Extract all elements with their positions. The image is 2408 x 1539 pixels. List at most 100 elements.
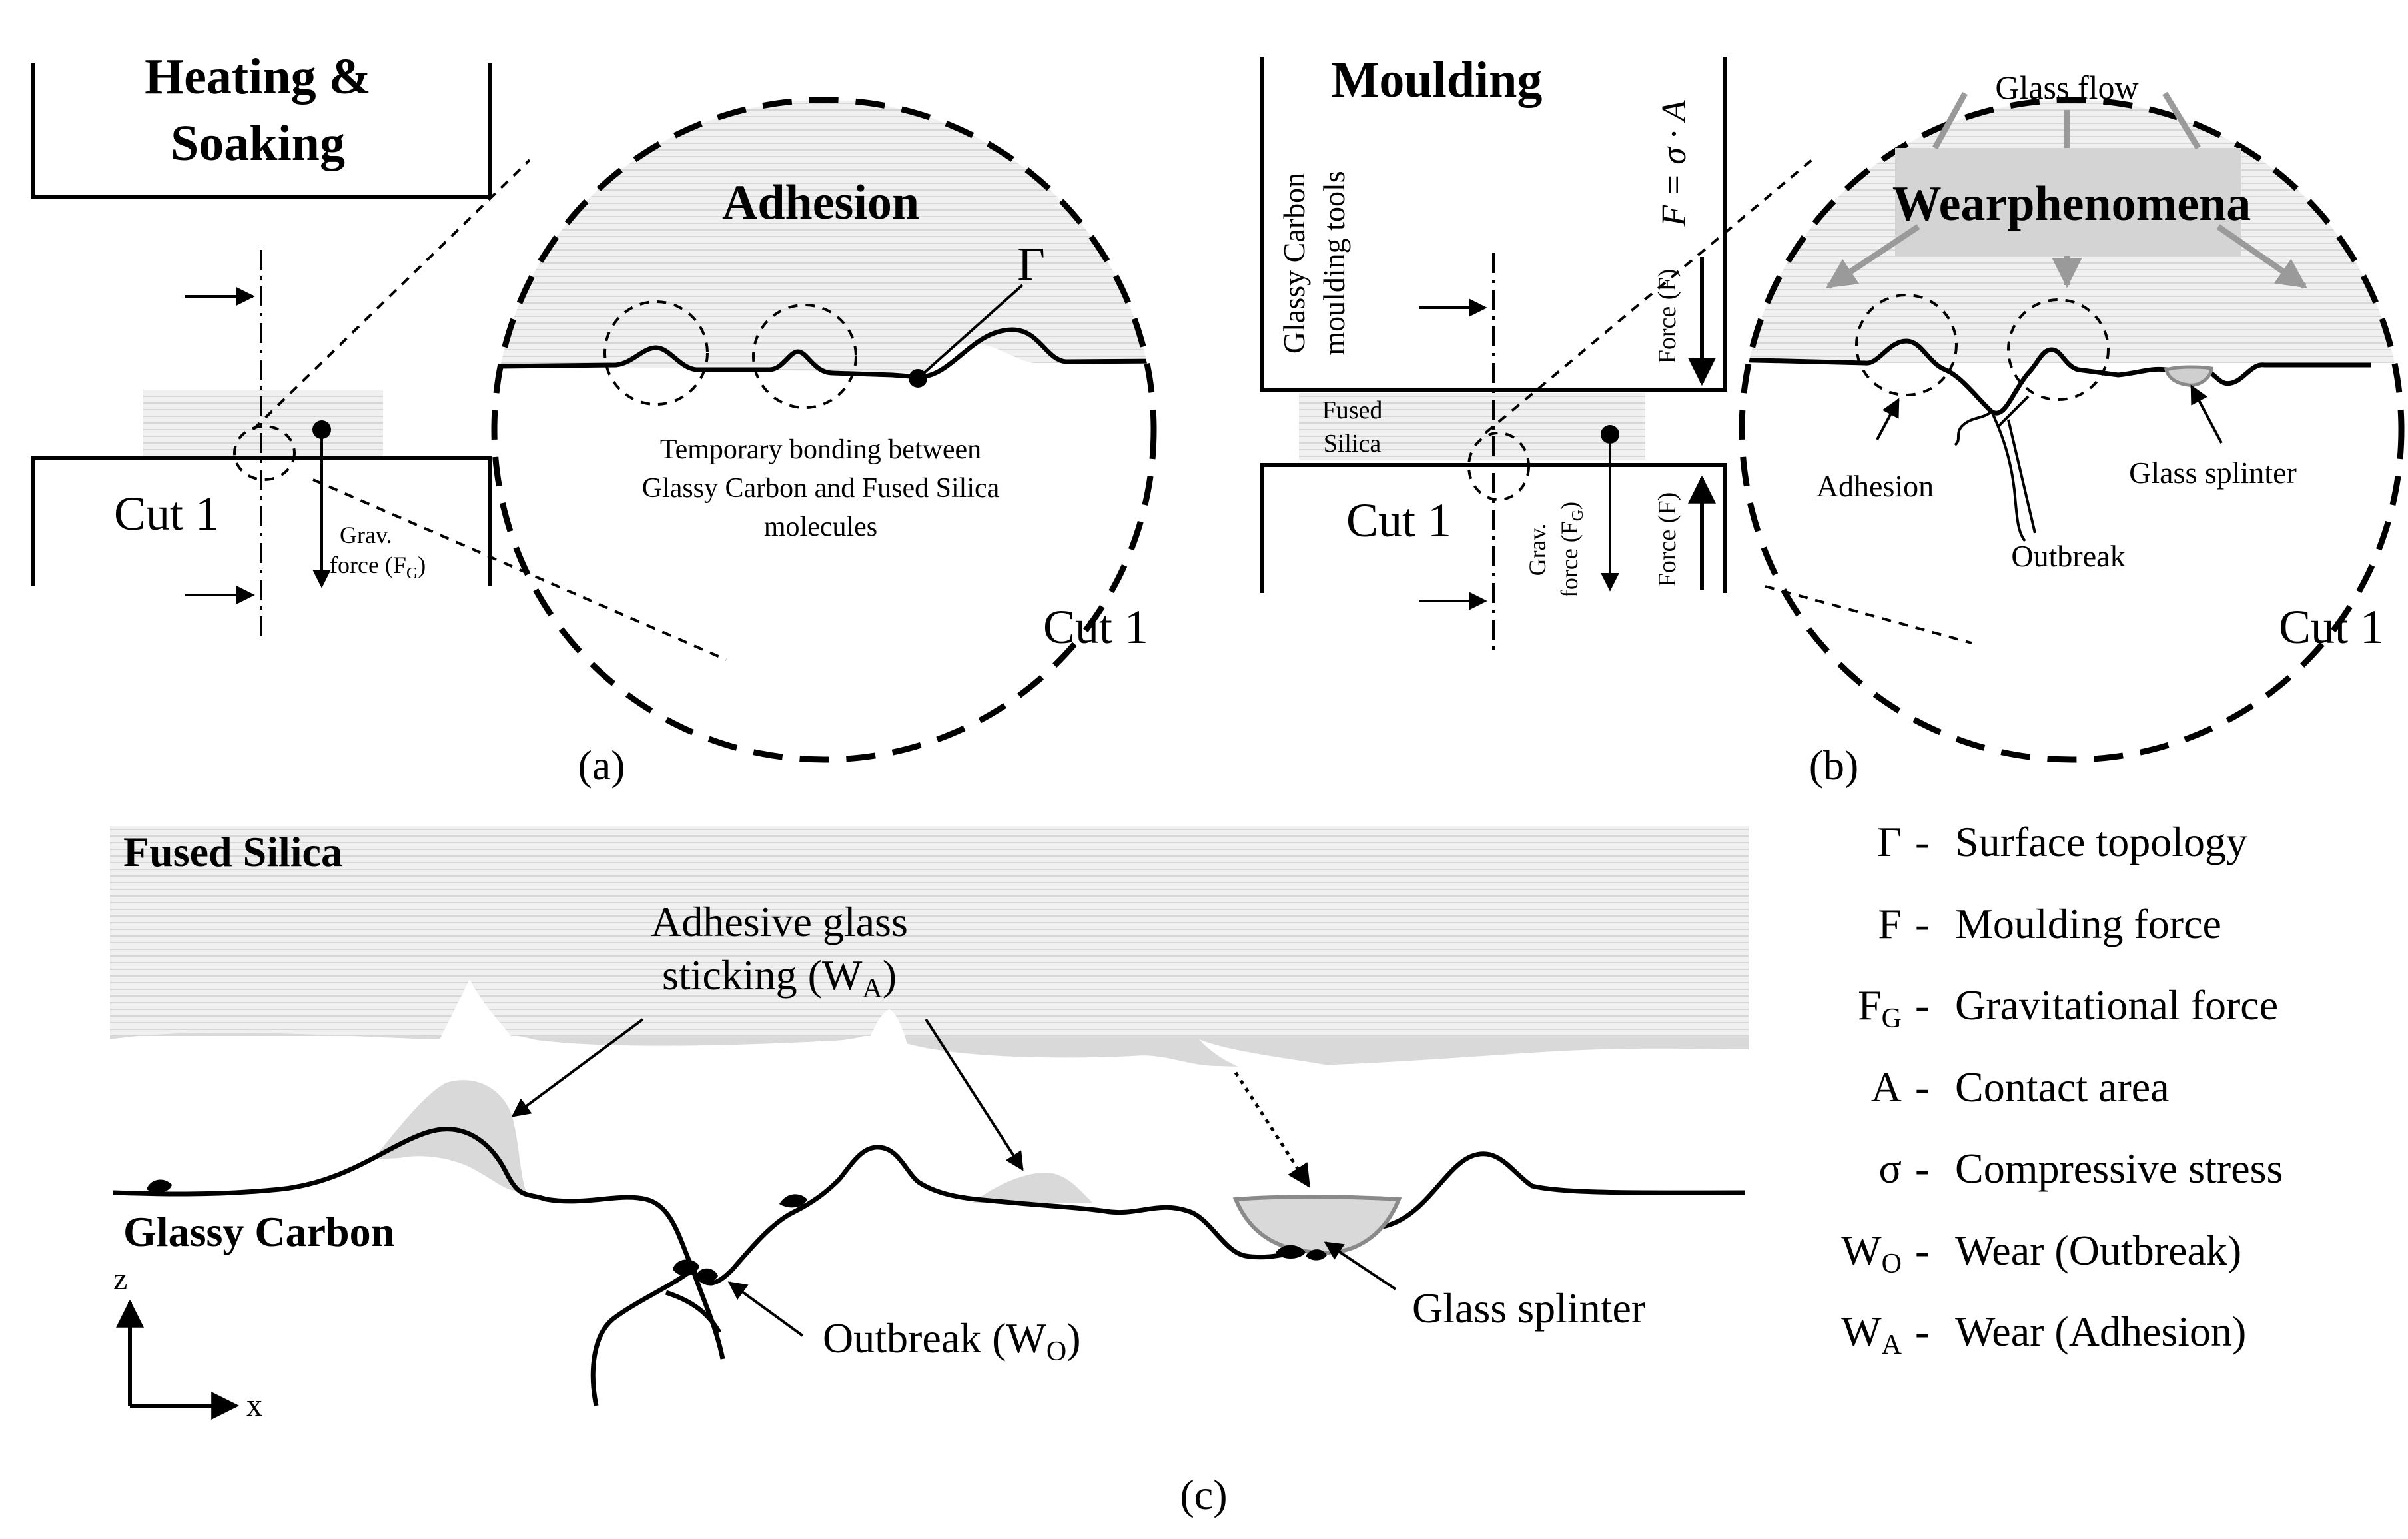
- zoom-cut-label-a: Cut 1: [1043, 600, 1148, 654]
- fused-silica-sample-a: [143, 390, 383, 456]
- panel-b: Moulding F = σ · A Glassy Carbon mouldin…: [1260, 52, 2405, 789]
- legend-symbol-5: σ: [1879, 1145, 1902, 1192]
- zoom-title-a: Adhesion: [722, 175, 919, 230]
- adhesion-label-b: Adhesion: [1816, 469, 1934, 503]
- tools-label-line1: Glassy Carbon: [1277, 173, 1311, 354]
- zoom-line-top-a: [252, 159, 531, 431]
- legend-text-6: Wear (Outbreak): [1955, 1227, 2241, 1274]
- glassy-carbon-label-c: Glassy Carbon: [123, 1208, 394, 1255]
- outbreak-crack-c: [590, 1267, 725, 1406]
- legend-dash-5: -: [1915, 1145, 1929, 1192]
- fused-silica-label-c: Fused Silica: [123, 828, 342, 875]
- cut-label-a: Cut 1: [114, 487, 219, 540]
- bonding-text-line1: Temporary bonding between: [660, 434, 981, 465]
- legend-symbol-6: WO: [1841, 1227, 1902, 1279]
- splinter-indicator-dotted: [1234, 1071, 1311, 1188]
- legend-symbol-1: Γ: [1877, 818, 1902, 865]
- legend-symbol-3: FG: [1858, 981, 1902, 1034]
- detail-marker-a: [233, 425, 296, 481]
- adhesive-sticking-2: [973, 1173, 1092, 1203]
- panel-a-title-line2: Soaking: [171, 115, 345, 171]
- fused-label-line1: Fused: [1322, 396, 1383, 424]
- splinter-arrow-c: [1324, 1241, 1397, 1290]
- grav-label-line2-b: force (FG): [1556, 502, 1587, 598]
- adhesion-site-b: [1855, 294, 1958, 396]
- bond-site-2: [752, 304, 857, 409]
- grav-label-line1-a: Grav.: [340, 522, 392, 548]
- outbreak-crack-zoom: [1954, 395, 2030, 542]
- legend-text-2: Moulding force: [1955, 900, 2221, 947]
- legend-dash-4: -: [1915, 1063, 1929, 1111]
- debris-particle-5: [1276, 1245, 1306, 1259]
- gamma-leader: [917, 284, 1024, 380]
- caption-a: (a): [578, 742, 625, 789]
- caption-b: (b): [1809, 742, 1859, 789]
- surface-profile-c: [113, 1127, 1746, 1286]
- outbreak-arrow-c: [727, 1281, 804, 1337]
- gamma-label: Γ: [1017, 237, 1045, 290]
- splinter-label-c: Glass splinter: [1412, 1284, 1645, 1332]
- upper-tool-a: [31, 63, 492, 199]
- outbreak-label-c: Outbreak (WO): [823, 1314, 1081, 1367]
- splinter-label-b: Glass splinter: [2129, 456, 2297, 490]
- flow-arrow-top-right: [2162, 91, 2201, 150]
- force-label-top: Force (F): [1653, 269, 1681, 364]
- axis-z-label: z: [113, 1261, 127, 1296]
- surface-profile-zoom-a: [499, 327, 1154, 380]
- bond-site-1: [603, 300, 709, 406]
- debris-particle-2: [779, 1194, 807, 1208]
- zoom-line-bottom-b: [1765, 585, 1972, 644]
- bonding-text-line3: molecules: [764, 512, 877, 542]
- outbreak-site-b: [2007, 298, 2110, 401]
- splinter-zoom: [2164, 365, 2213, 387]
- moulding-formula: F = σ · A: [1655, 100, 1693, 227]
- grav-label-line2-a: force (FG): [330, 552, 426, 582]
- zoom-title-b: Wearphenomena: [1892, 177, 2251, 231]
- adhesive-arrow-left: [511, 1018, 644, 1117]
- zoom-circle-b: [1739, 97, 2405, 763]
- splinter-c: [1232, 1195, 1402, 1255]
- force-label-bottom: Force (F): [1653, 492, 1681, 587]
- legend-symbol-7: WA: [1841, 1308, 1902, 1360]
- legend-dash-2: -: [1915, 900, 1929, 947]
- adhesive-label-line1: Adhesive glass: [651, 898, 908, 945]
- legend-text-7: Wear (Adhesion): [1955, 1308, 2246, 1355]
- axis-x-label: x: [246, 1388, 262, 1423]
- fused-silica-sample-b: [1299, 393, 1645, 460]
- glass-flow-label: Glass flow: [1995, 69, 2138, 106]
- grav-label-line1-b: Grav.: [1524, 524, 1551, 576]
- legend-text-5: Compressive stress: [1955, 1145, 2283, 1192]
- splinter-leader-b: [2190, 384, 2223, 444]
- legend-text-1: Surface topology: [1955, 818, 2247, 865]
- adhesive-label-line2: sticking (WA): [662, 951, 897, 1004]
- zoom-circle-a: [491, 97, 1157, 763]
- detail-marker-b: [1467, 432, 1530, 501]
- legend-symbol-2: F: [1878, 900, 1902, 947]
- panel-c: Fused Silica Glassy Carbon Adhesive glas…: [110, 826, 1749, 1518]
- fused-label-line2: Silica: [1324, 430, 1382, 458]
- debris-particle-6: [1306, 1249, 1327, 1261]
- legend-dash-1: -: [1915, 818, 1929, 865]
- flow-arrow-right: [2216, 224, 2307, 289]
- fused-silica-region-c: [110, 826, 1749, 1036]
- legend-dash-7: -: [1915, 1308, 1929, 1355]
- glass-flow-box: [1895, 148, 2241, 256]
- flow-arrow-left: [1826, 224, 1920, 289]
- legend-text-3: Gravitational force: [1955, 981, 2278, 1029]
- adhesive-sticking-1: [373, 1080, 526, 1193]
- cut-label-b: Cut 1: [1346, 494, 1451, 547]
- debris-particle-4: [696, 1268, 718, 1282]
- outbreak-leader-b: [2007, 419, 2036, 534]
- adhesion-band-c: [110, 1032, 1749, 1067]
- zoom-cut-label-b: Cut 1: [2279, 600, 2384, 654]
- legend-dash-6: -: [1915, 1227, 1929, 1274]
- panel-a: Heating & Soaking Cut 1 Grav. force (FG)…: [31, 49, 1157, 789]
- debris-particle-1: [147, 1179, 172, 1193]
- flow-arrow-top-left: [1932, 91, 1968, 150]
- tools-label-line2: moulding tools: [1317, 171, 1351, 355]
- panel-a-title-line1: Heating &: [145, 49, 371, 105]
- zoom-line-bottom-a: [312, 478, 727, 661]
- outbreak-label-b: Outbreak: [2011, 539, 2125, 573]
- lower-tool-a: [31, 456, 492, 586]
